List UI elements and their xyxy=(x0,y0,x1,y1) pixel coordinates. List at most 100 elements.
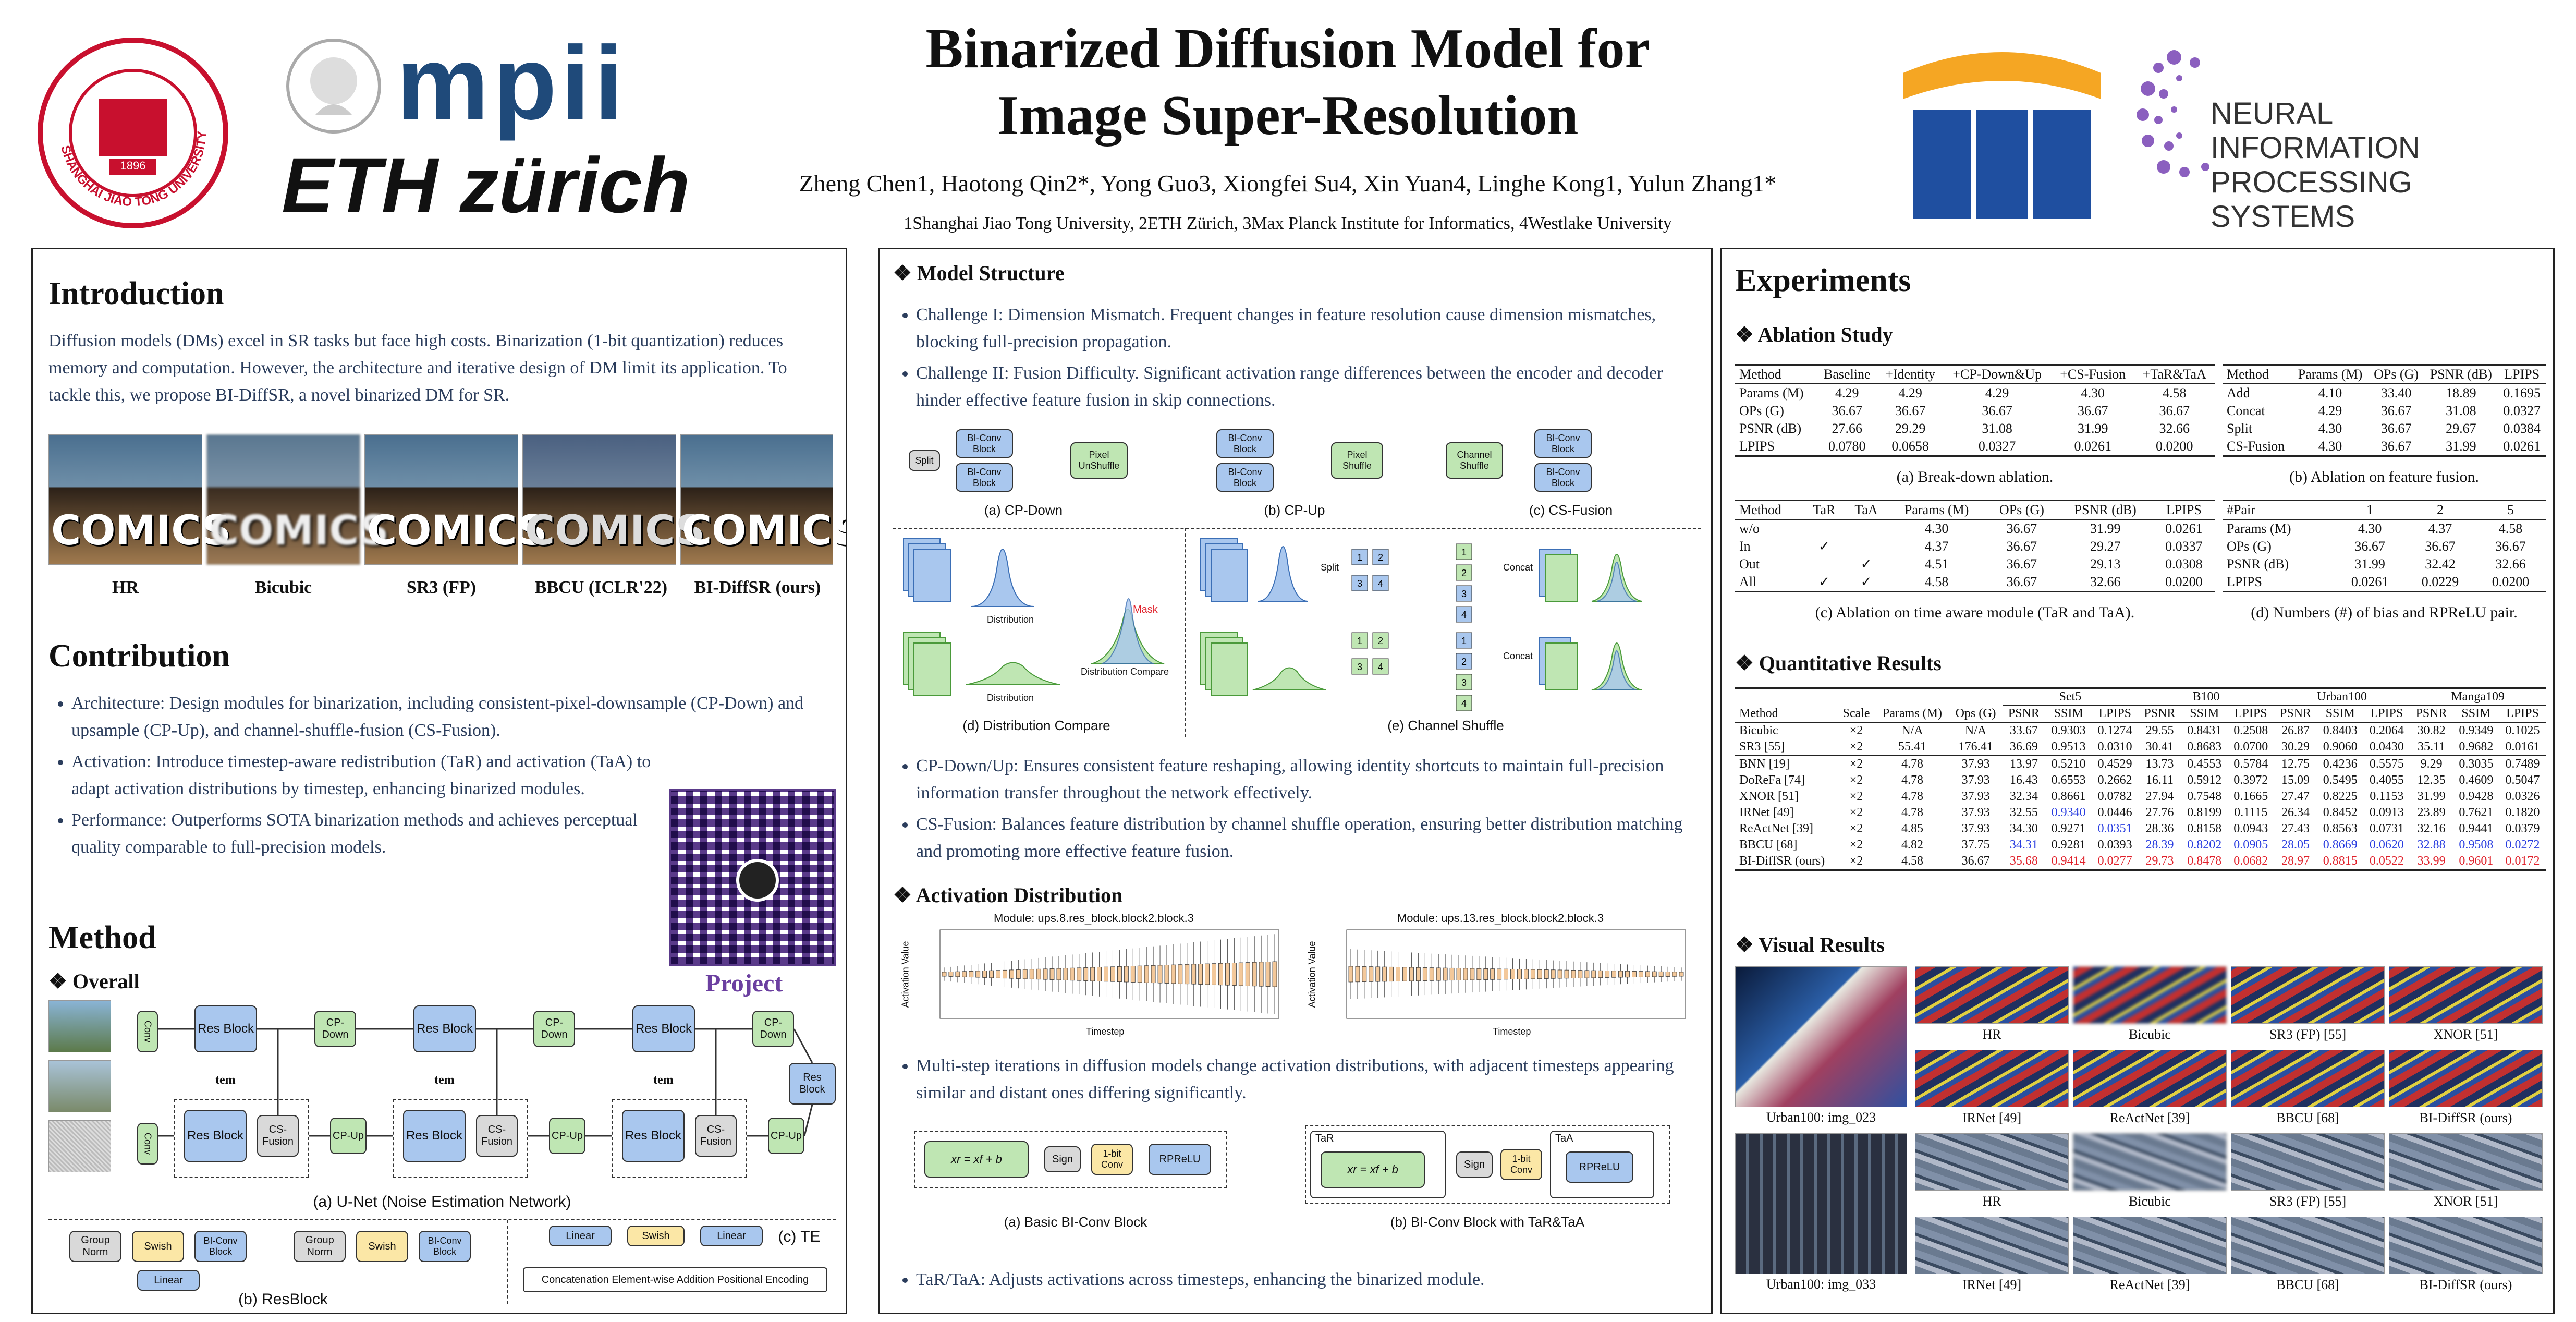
table-cell: 0.8815 xyxy=(2323,854,2358,868)
table-cell: 0.5912 xyxy=(2187,773,2222,787)
ablation-caption-d: (d) Numbers (#) of bias and RPReLU pair. xyxy=(2251,604,2518,621)
box-mark xyxy=(969,971,974,978)
structure-point: CS-Fusion: Balances feature distribution… xyxy=(916,811,1708,865)
table-cell: 0.0682 xyxy=(2233,854,2268,868)
decoder-group xyxy=(393,1099,528,1178)
column-header: Params (M) xyxy=(2292,365,2369,384)
table-cell: 36.67 xyxy=(2077,403,2108,418)
table-cell: ×2 xyxy=(1849,790,1863,803)
box-mark xyxy=(1238,962,1243,986)
visual-crop-image xyxy=(2389,1050,2543,1107)
table-cell: 31.08 xyxy=(2446,403,2476,418)
box-mark xyxy=(1130,966,1136,983)
table-cell: 0.0700 xyxy=(2233,740,2268,754)
noise-image xyxy=(48,1120,111,1172)
eth-logo: ETH zürich xyxy=(282,141,690,229)
column-header: Baseline xyxy=(1816,365,1878,384)
affiliations: 1Shanghai Jiao Tong University, 2ETH Zür… xyxy=(904,214,1672,233)
box-mark xyxy=(1205,963,1210,985)
activation-ylabel: Activation Value xyxy=(1307,941,1317,1008)
box-mark xyxy=(1049,968,1055,980)
visual-crop-label: XNOR [51] xyxy=(2433,1194,2498,1209)
column-header: SSIM xyxy=(2045,705,2092,723)
visual-crop-image xyxy=(2073,1133,2227,1191)
table-cell: 0.8478 xyxy=(2187,854,2222,868)
box-mark xyxy=(1369,966,1374,982)
visual-crop-label: XNOR [51] xyxy=(2433,1027,2498,1042)
box-mark xyxy=(1110,966,1115,982)
input-image xyxy=(48,1000,111,1052)
res-block: Res Block xyxy=(403,1110,466,1162)
box-mark xyxy=(1185,964,1190,985)
pixel-unshuffle-block: Pixel UnShuffle xyxy=(1070,442,1128,479)
legend: Concatenation Element-wise Addition Posi… xyxy=(523,1267,827,1292)
tem-label: tem xyxy=(434,1073,455,1087)
project-qr-code[interactable] xyxy=(669,789,836,966)
table-cell: 26.34 xyxy=(2281,806,2310,819)
box-mark xyxy=(948,972,954,977)
table-cell: 0.9682 xyxy=(2459,740,2494,754)
box-mark xyxy=(1117,966,1122,983)
column-header: LPIPS xyxy=(2363,705,2410,723)
visual-crop-image xyxy=(2073,966,2227,1024)
column-header: LPIPS xyxy=(2092,705,2139,723)
table-cell: 37.93 xyxy=(1961,773,1990,787)
table-cell: 0.5575 xyxy=(2369,757,2404,771)
box-mark xyxy=(1104,966,1108,982)
visual-crop-image xyxy=(1915,1133,2069,1191)
table-cell: 30.82 xyxy=(2417,724,2446,737)
table-cell: w/o xyxy=(1739,521,1760,536)
column-header: PSNR xyxy=(2274,705,2317,723)
table-cell: 36.67 xyxy=(1895,403,1926,418)
dist-label: Distribution xyxy=(987,693,1034,703)
table-cell: 0.9428 xyxy=(2459,790,2494,803)
project-label[interactable]: Project xyxy=(705,969,783,997)
sample-label: Bicubic xyxy=(254,578,312,597)
table-cell: 36.67 xyxy=(2495,539,2526,554)
box-mark xyxy=(1524,969,1529,979)
table-cell: BI-DiffSR (ours) xyxy=(1739,854,1825,868)
column-header: +CP-Down&Up xyxy=(1943,365,2052,384)
table-cell: 32.66 xyxy=(2090,574,2121,589)
table-cell: Out xyxy=(1739,556,1760,572)
rprelu-block: RPReLU xyxy=(1149,1144,1211,1175)
column-header: Method xyxy=(2223,365,2292,384)
visual-set-name: Urban100: img_023 xyxy=(1766,1110,1876,1125)
table-cell: 0.2662 xyxy=(2097,773,2132,787)
table-cell: 36.67 xyxy=(1832,403,1863,418)
table-cell: LPIPS xyxy=(1739,439,1775,454)
table-cell: ReActNet [39] xyxy=(1739,822,1813,835)
table-cell: 29.73 xyxy=(2145,854,2174,868)
visual-crop-image xyxy=(2231,966,2385,1024)
table-cell: 23.89 xyxy=(2417,806,2446,819)
table-cell: 12.35 xyxy=(2417,773,2446,787)
table-cell: 4.58 xyxy=(1924,574,1949,589)
table-cell: PSNR (dB) xyxy=(1739,421,1802,436)
distribution-compare-caption: (d) Distribution Compare xyxy=(962,718,1110,733)
visual-overview-image xyxy=(1735,966,1907,1107)
table-cell: 0.0261 xyxy=(2074,439,2111,454)
box-mark xyxy=(1083,967,1089,981)
contribution-list: Architecture: Design modules for binariz… xyxy=(54,690,846,865)
table-cell: 32.34 xyxy=(2009,790,2038,803)
visual-crop-label: IRNet [49] xyxy=(1962,1277,2022,1292)
res-block: Res Block xyxy=(194,1005,257,1052)
table-cell: 0.9513 xyxy=(2051,740,2086,754)
table-cell: 0.1820 xyxy=(2505,806,2540,819)
table-cell: 29.13 xyxy=(2090,556,2121,572)
split-label: Split xyxy=(1321,562,1339,573)
table-cell: 0.9441 xyxy=(2459,822,2494,835)
swish-block: Swish xyxy=(132,1231,184,1262)
box-mark xyxy=(1490,968,1495,980)
box-mark xyxy=(1584,970,1590,978)
conv-block: Conv xyxy=(137,1123,158,1165)
